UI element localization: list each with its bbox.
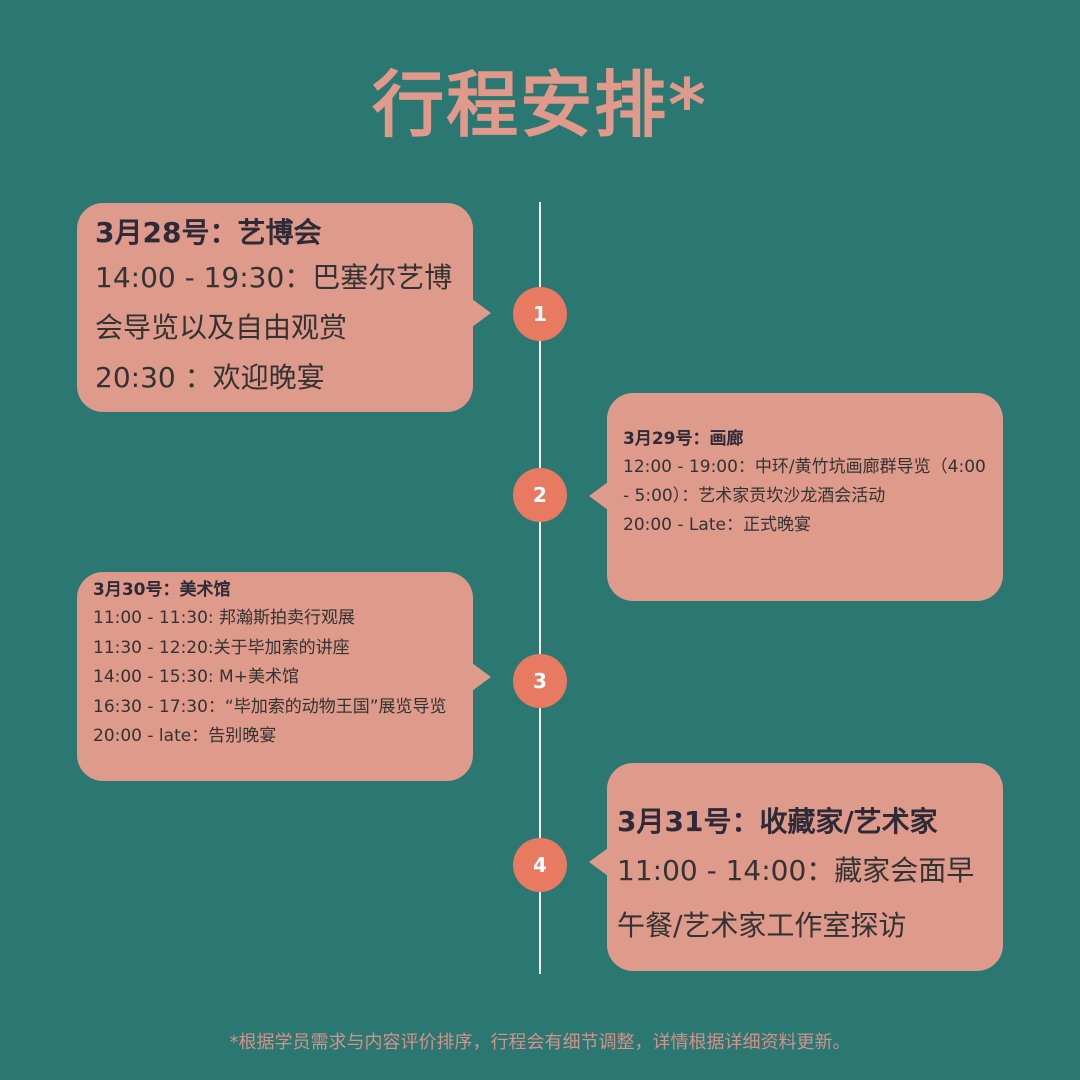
timeline-node-4: 4 [513,838,567,892]
day-card-2: 3月29号：画廊 12:00 - 19:00：中环/黄竹坑画廊群导览（4:00 … [589,393,1003,601]
timeline-node-1: 1 [513,287,567,341]
day-heading: 3月30号：美术馆 [93,580,231,600]
schedule-line: 11:00 - 11:30: 邦瀚斯拍卖行观展 [93,608,356,628]
day-heading: 3月28号：艺博会 [95,216,322,249]
timeline-node-3: 3 [513,654,567,708]
schedule-line: 20:00 - Late：正式晚宴 [623,515,811,535]
schedule-line: 14:00 - 15:30: M+美术馆 [93,667,299,687]
schedule-line: 11:00 - 14:00：藏家会面早午餐/艺术家工作室探访 [617,854,975,942]
schedule-line: 16:30 - 17:30：“毕加索的动物王国”展览导览 [93,696,447,717]
day-card-1: 3月28号：艺博会 14:00 - 19:30：巴塞尔艺博会导览以及自由观赏 2… [77,203,491,412]
timeline-line [539,202,541,974]
footnote: *根据学员需求与内容评价排序，行程会有细节调整，详情根据详细资料更新。 [229,1032,851,1053]
schedule-line: 14:00 - 19:30：巴塞尔艺博会导览以及自由观赏 [95,261,453,344]
page-title: 行程安排* [372,63,708,147]
timeline-node-2: 2 [513,468,567,522]
day-card-3: 3月30号：美术馆 11:00 - 11:30: 邦瀚斯拍卖行观展 11:30 … [77,572,491,781]
day-card-4: 3月31号：收藏家/艺术家 11:00 - 14:00：藏家会面早午餐/艺术家工… [589,763,1003,971]
day-heading: 3月29号：画廊 [623,429,744,449]
day-heading: 3月31号：收藏家/艺术家 [617,805,938,838]
schedule-line: 11:30 - 12:20:关于毕加索的讲座 [93,637,350,658]
schedule-line: 20:00 - late：告别晚宴 [93,726,277,746]
schedule-line: 20:30 ：欢迎晚宴 [95,361,325,394]
schedule-line: 12:00 - 19:00：中环/黄竹坑画廊群导览（4:00 - 5:00）：艺… [623,457,986,506]
